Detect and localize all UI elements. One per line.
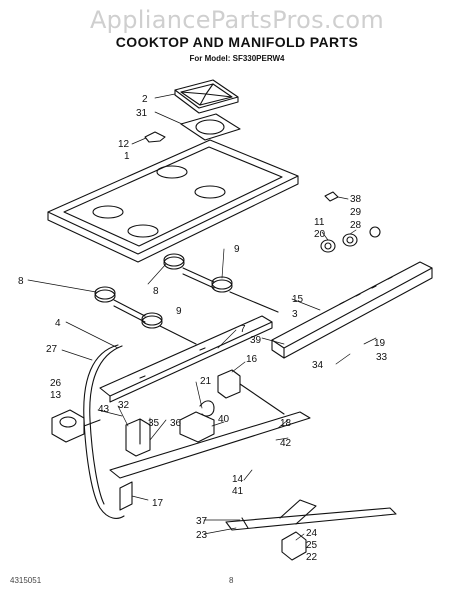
callout-label: 15 — [292, 294, 304, 305]
burner-bracket — [99, 315, 273, 403]
callout-label: 2 — [142, 94, 148, 105]
callout-label: 18 — [280, 418, 292, 429]
callout-label: 3 — [292, 309, 298, 320]
callout-label: 31 — [136, 108, 148, 119]
cooktop-clip — [144, 131, 166, 143]
rear-burners — [163, 253, 279, 313]
callout-label: 39 — [250, 335, 262, 346]
callout-label: 32 — [118, 400, 130, 411]
callout-label: 28 — [350, 220, 362, 231]
callout-label: 36 — [170, 418, 182, 429]
callout-label: 37 — [196, 516, 208, 527]
callout-labels: 2 31 12 1 38 29 28 11 20 9 8 15 3 8 9 4 … — [18, 94, 388, 563]
callout-label: 16 — [246, 354, 258, 365]
callout-label: 38 — [350, 194, 362, 205]
callout-label: 19 — [374, 338, 386, 349]
callout-label: 21 — [200, 376, 212, 387]
callout-label: 13 — [50, 390, 62, 401]
burner-grate — [174, 79, 239, 114]
callout-label: 42 — [280, 438, 292, 449]
thermostat — [217, 369, 285, 415]
watermark: AppliancePartsPros.com — [89, 6, 385, 34]
callout-label: 24 — [306, 528, 318, 539]
oven-burner-tube — [109, 411, 311, 479]
gas-tubing — [83, 344, 125, 519]
model-number: For Model: SF330PERW4 — [189, 54, 285, 63]
callout-label: 33 — [376, 352, 388, 363]
callout-label: 34 — [312, 360, 324, 371]
callout-label: 22 — [306, 552, 318, 563]
callout-label: 1 — [124, 151, 130, 162]
oven-valve — [179, 400, 215, 443]
callout-label: 40 — [218, 414, 230, 425]
callout-label: 35 — [148, 418, 160, 429]
callout-label: 27 — [46, 344, 58, 355]
callout-label: 7 — [240, 324, 246, 335]
pressure-regulator — [51, 409, 101, 443]
spark-module — [125, 418, 151, 457]
callout-label: 41 — [232, 486, 244, 497]
callout-label: 25 — [306, 540, 318, 551]
document-number: 4315051 — [10, 576, 42, 585]
oven-burner-assembly — [225, 499, 397, 561]
callout-label: 9 — [176, 306, 182, 317]
callout-label: 12 — [118, 139, 130, 150]
callout-label: 8 — [18, 276, 24, 287]
callout-label: 14 — [232, 474, 244, 485]
callout-label: 43 — [98, 404, 110, 415]
callout-label: 29 — [350, 207, 362, 218]
front-burners — [94, 286, 197, 345]
callout-label: 8 — [153, 286, 159, 297]
callout-label: 20 — [314, 229, 326, 240]
cooktop-panel — [47, 139, 299, 263]
page-title: COOKTOP AND MANIFOLD PARTS — [115, 34, 359, 50]
drip-bowl — [180, 113, 241, 141]
callout-label: 26 — [50, 378, 62, 389]
callout-label: 11 — [314, 217, 325, 228]
manifold-rail — [271, 261, 433, 359]
callout-label: 4 — [55, 318, 61, 329]
page-number: 8 — [229, 576, 234, 585]
leader-lines — [27, 93, 377, 541]
callout-label: 9 — [234, 244, 240, 255]
callout-label: 23 — [196, 530, 208, 541]
mount-bracket — [119, 481, 133, 511]
callout-label: 17 — [152, 498, 164, 509]
